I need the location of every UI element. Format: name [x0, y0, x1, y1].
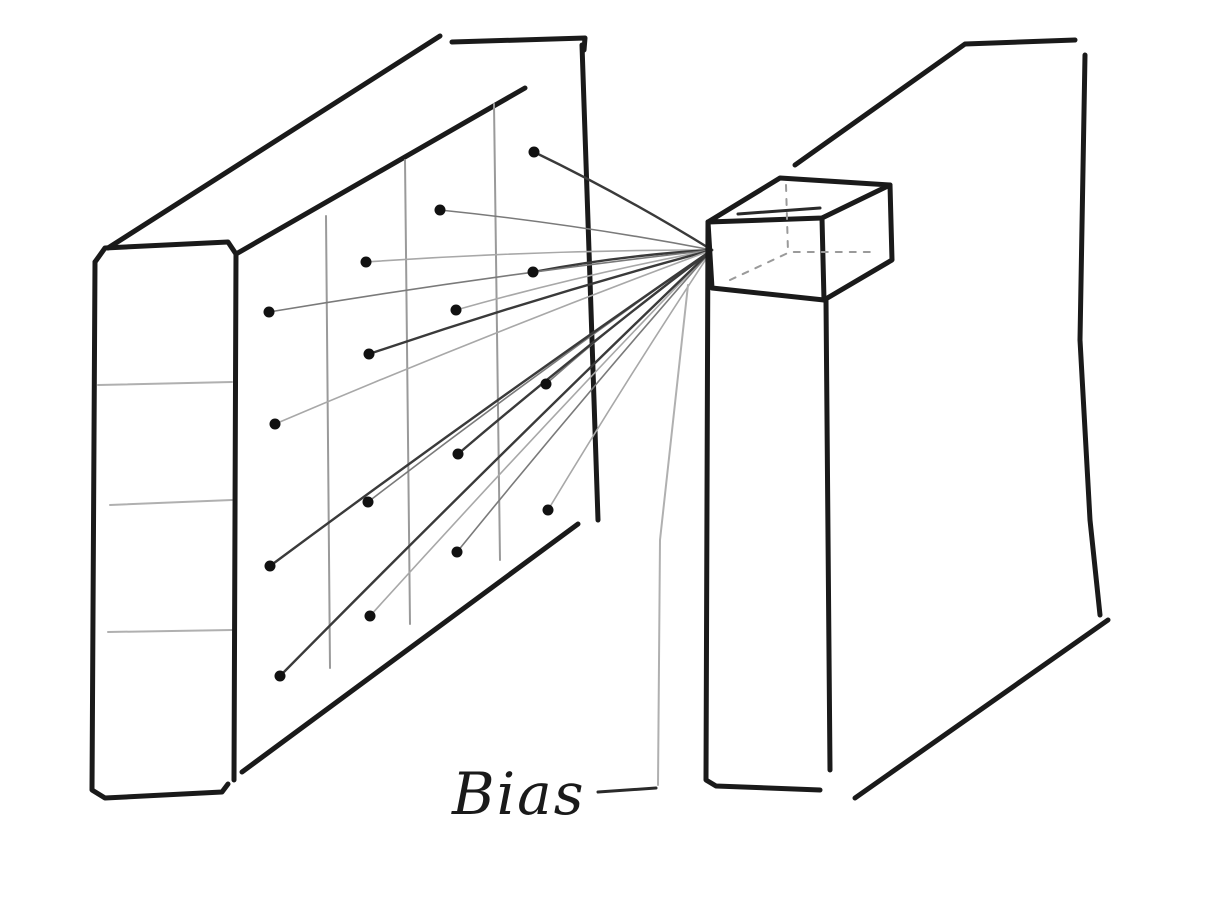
connection-line	[532, 150, 714, 252]
side-row-line	[97, 381, 233, 386]
filter-cube-hidden-edge	[729, 251, 871, 281]
bias-slab	[596, 284, 689, 794]
input-neuron-dot	[363, 348, 375, 360]
connection-line	[367, 248, 714, 356]
input-neuron-dot	[451, 546, 463, 558]
input-neuron-dot	[362, 496, 374, 508]
output-volume	[703, 37, 1111, 801]
connection-line	[531, 248, 714, 274]
output-right-edge	[1077, 52, 1103, 618]
filter-cube-side	[821, 182, 895, 303]
side-row-line	[107, 629, 233, 633]
input-neuron-dot	[434, 204, 446, 216]
input-neuron-dot	[264, 560, 276, 572]
connection-line	[268, 249, 713, 313]
input-right-back-edge	[579, 42, 601, 523]
input-top-right-edge	[449, 35, 588, 53]
filter-cube-hidden-edge	[785, 184, 789, 253]
filter-cube-top	[705, 175, 893, 225]
input-neuron-dot	[450, 304, 462, 316]
bias-slab-base	[596, 786, 658, 794]
side-row-line	[109, 499, 233, 506]
connection-line	[278, 248, 714, 678]
connection-line	[455, 249, 713, 311]
bias-label: Bias	[452, 760, 586, 828]
input-neuron-dot	[360, 256, 372, 268]
input-neuron-dot	[263, 306, 275, 318]
output-top-edge	[792, 37, 1078, 168]
connection-line	[268, 248, 714, 568]
input-neuron-dot	[364, 610, 376, 622]
connection-line	[369, 249, 713, 617]
output-bottom-edge	[852, 617, 1111, 801]
output-column-left	[703, 219, 823, 793]
input-volume-side-left	[89, 259, 231, 801]
input-neuron-dot	[540, 378, 552, 390]
connection-line	[456, 249, 713, 553]
input-top-back-edge	[105, 33, 443, 251]
input-neuron-dot	[527, 266, 539, 278]
input-neurons	[263, 146, 554, 682]
input-volume-side-top	[92, 239, 239, 265]
connection-line	[456, 248, 714, 456]
input-neuron-dot	[542, 504, 554, 516]
connection-line	[274, 249, 713, 425]
input-neuron-dot	[528, 146, 540, 158]
input-front-top-edge	[233, 85, 528, 257]
input-front-left-edge	[231, 251, 239, 783]
connection-line	[547, 249, 713, 511]
filter-cube-highlight	[736, 206, 822, 216]
connection-line	[439, 209, 713, 251]
bias-slab-edge	[657, 284, 689, 786]
connection-line	[365, 249, 713, 263]
grid-column-line	[404, 159, 411, 625]
input-neuron-dot	[269, 418, 281, 430]
grid-column-line	[325, 215, 331, 669]
filter-cube-front	[705, 215, 827, 303]
input-neuron-dot	[452, 448, 464, 460]
input-front-bottom-edge	[239, 521, 581, 775]
input-volume	[89, 33, 601, 801]
output-column-right	[823, 297, 833, 773]
input-neuron-dot	[274, 670, 286, 682]
connection-lines	[268, 150, 714, 678]
